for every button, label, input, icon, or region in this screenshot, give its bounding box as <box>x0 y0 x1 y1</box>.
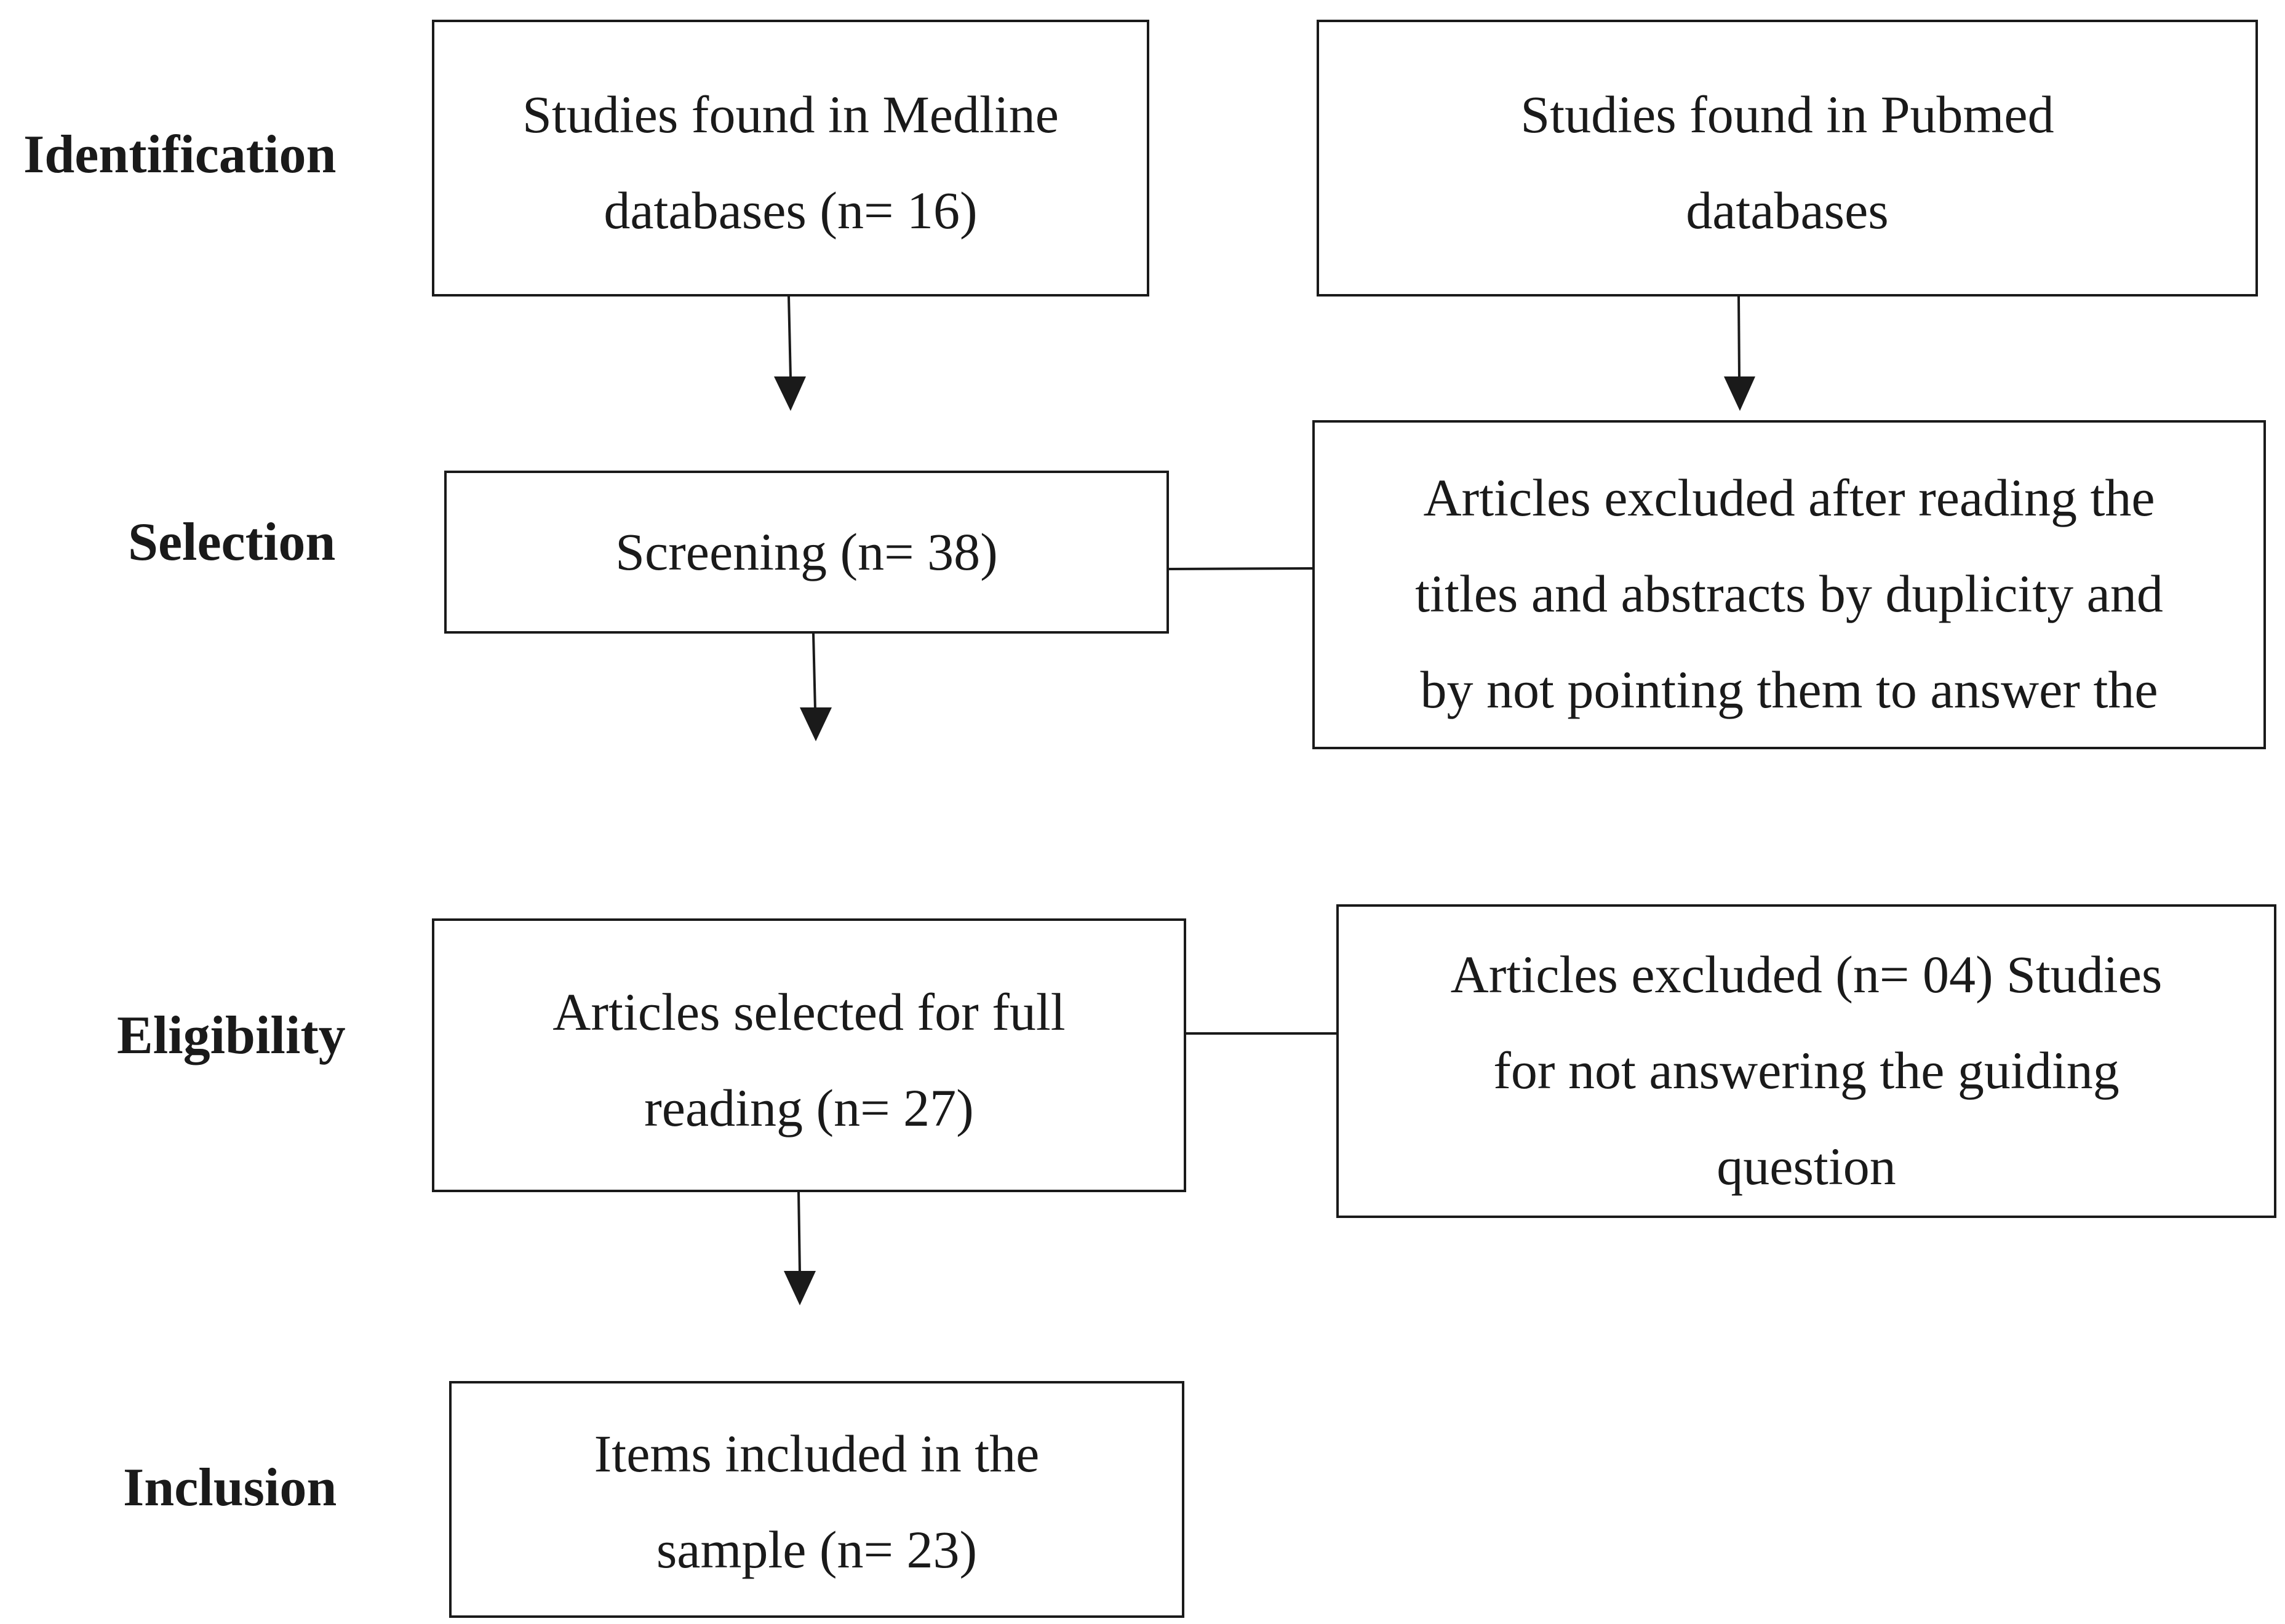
stage-label-selection: Selection <box>128 512 336 572</box>
full-reading-box-line-1: Articles selected for full <box>552 982 1066 1041</box>
screening-box-line-1: Screening (n= 38) <box>615 522 998 581</box>
arrow-full-reading-to-included <box>797 1192 801 1274</box>
pubmed-box: Studies found in Pubmed databases <box>1317 20 2258 297</box>
included-box-line-2: sample (n= 23) <box>656 1520 978 1579</box>
pubmed-box-line-1: Studies found in Pubmed <box>1520 85 2054 144</box>
excluded-full-reading-box-line-3: question <box>1717 1137 1896 1196</box>
included-box-line-1: Items included in the <box>594 1424 1040 1483</box>
excluded-full-reading-box-line-2: for not answering the guiding <box>1493 1041 2120 1100</box>
stage-label-eligibility: Eligibility <box>117 1006 346 1065</box>
arrowhead-pubmed <box>1724 376 1755 411</box>
medline-box-line-1: Studies found in Medline <box>522 85 1059 144</box>
excluded-full-reading-box-line-1: Articles excluded (n= 04) Studies <box>1450 945 2163 1004</box>
full-reading-box: Articles selected for full reading (n= 2… <box>432 918 1186 1192</box>
arrow-medline-to-screening <box>788 296 792 379</box>
pubmed-box-line-2: databases <box>1686 181 1889 240</box>
included-box: Items included in the sample (n= 23) <box>449 1381 1184 1618</box>
excluded-titles-box-line-3: by not pointing them to answer the <box>1420 660 2158 719</box>
connector-screening-to-excluded <box>1168 567 1313 570</box>
medline-box: Studies found in Medline databases (n= 1… <box>432 20 1149 297</box>
stage-label-identification: Identification <box>23 125 337 185</box>
excluded-titles-box-line-2: titles and abstracts by duplicity and <box>1415 564 2163 623</box>
full-reading-box-line-2: reading (n= 27) <box>644 1078 974 1137</box>
arrowhead-medline <box>774 376 806 411</box>
arrowhead-screening <box>800 707 832 741</box>
excluded-titles-box: Articles excluded after reading the titl… <box>1312 420 2266 749</box>
screening-box: Screening (n= 38) <box>444 471 1169 634</box>
stage-label-inclusion: Inclusion <box>123 1458 337 1518</box>
arrowhead-full-reading <box>784 1271 816 1305</box>
excluded-titles-box-line-1: Articles excluded after reading the <box>1423 468 2155 527</box>
excluded-full-reading-box: Articles excluded (n= 04) Studies for no… <box>1336 904 2276 1218</box>
arrow-screening-to-full-reading <box>812 633 816 711</box>
medline-box-line-2: databases (n= 16) <box>604 181 978 240</box>
